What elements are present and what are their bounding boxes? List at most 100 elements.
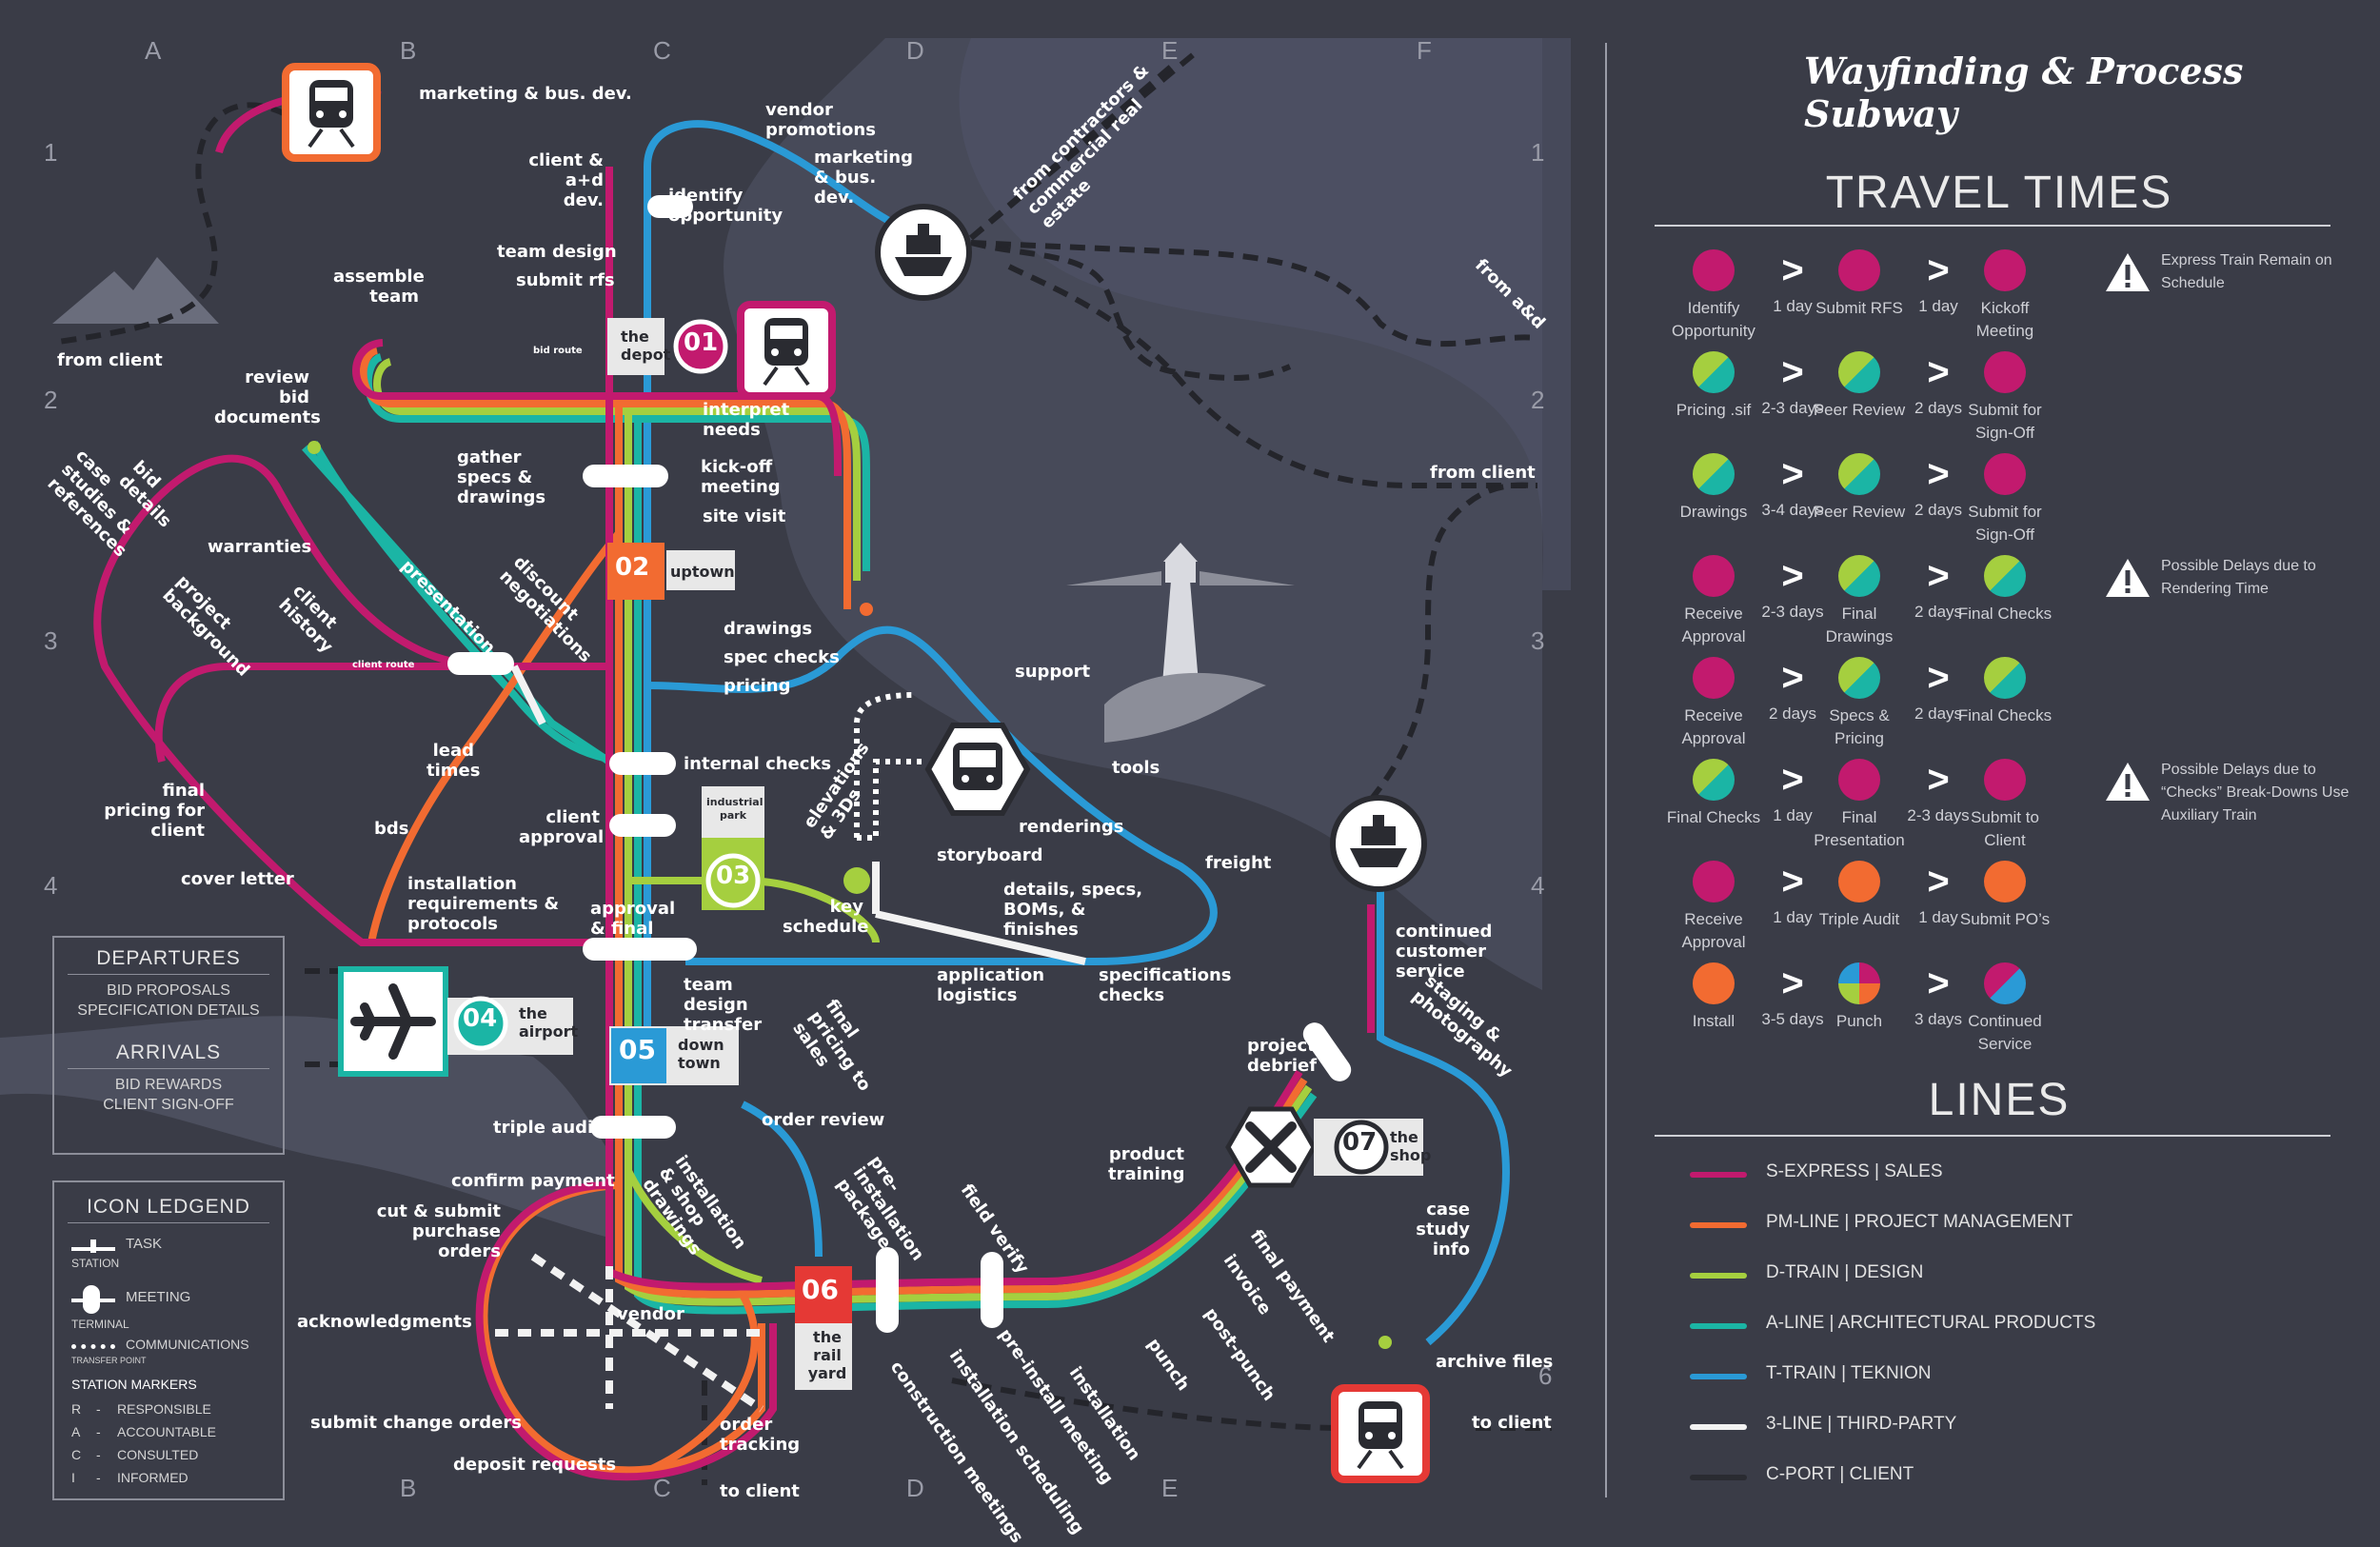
label-pricing: pricing <box>724 676 791 696</box>
duration-label: 1 day <box>1773 806 1813 824</box>
label-marketing-bus-dev-2: marketing & bus. dev. <box>814 148 913 208</box>
line-swatch <box>1690 1172 1747 1178</box>
label-interpret-needs: interpret needs <box>703 400 790 440</box>
to-stage: Submit to Client <box>1957 759 2053 852</box>
chevron-right-icon: > <box>1927 759 1950 801</box>
duration-label: 2 days <box>1768 704 1817 723</box>
grid-col-e-bottom: E <box>1161 1474 1179 1502</box>
label-order-tracking: order tracking <box>720 1415 801 1455</box>
to-stage: Submit for Sign-Off <box>1957 453 2053 546</box>
stage-label: Submit for Sign-Off <box>1968 401 2042 442</box>
chevron-right-icon: > <box>1781 657 1804 699</box>
stage-label: Specs & Pricing <box>1829 706 1890 747</box>
to-stage: Submit PO’s <box>1957 861 2053 931</box>
arrivals-item: CLIENT SIGN-OFF <box>103 1097 234 1113</box>
label-bid-route: bid route <box>533 346 583 356</box>
chevron-right-icon: > <box>1927 861 1950 902</box>
station-industrial-park-number: 03 <box>716 862 751 890</box>
note-text: Express Train Remain on Schedule <box>2161 252 2332 291</box>
legend-transfer-point: TRANSFER POINT <box>71 1356 147 1365</box>
duration-label: 1 day <box>1918 297 1958 315</box>
mid-stage: Peer Review <box>1812 453 1907 524</box>
duration-arrow: >3-5 days <box>1759 962 1826 1029</box>
marker-letter: R <box>71 1401 82 1417</box>
grid-row-2: 2 <box>44 386 58 414</box>
duration-arrow: >2-3 days <box>1759 351 1826 418</box>
label-submit-rfs: submit rfs <box>516 270 615 290</box>
icon-legend-box: ICON LEDGEND TASK STATION MEETING TERMIN… <box>52 1180 285 1500</box>
label-marketing-bus-dev: marketing & bus. dev. <box>419 84 632 104</box>
status-dot <box>1984 861 2026 902</box>
label-team-design: team design <box>497 242 617 262</box>
communications-path <box>854 692 923 841</box>
line-legend-row: T-TRAIN | TEKNION <box>1690 1361 2337 1390</box>
label-cut-submit: cut & submit purchase orders <box>376 1201 501 1261</box>
duration-label: 3-4 days <box>1761 501 1824 519</box>
label-warranties: warranties <box>208 537 312 557</box>
marker-name: CONSULTED <box>117 1447 199 1462</box>
duration-label: 2 days <box>1914 704 1963 723</box>
station-depot-number: 01 <box>684 328 719 357</box>
line-swatch <box>1690 1374 1747 1379</box>
line-legend-row: A-LINE | ARCHITECTURAL PRODUCTS <box>1690 1311 2337 1339</box>
train-icon-bottom <box>1331 1384 1430 1483</box>
duration-label: 2-3 days <box>1761 603 1824 621</box>
line-name: A-LINE | ARCHITECTURAL PRODUCTS <box>1766 1313 2096 1333</box>
status-dot <box>1984 759 2026 801</box>
duration-arrow: >2 days <box>1905 555 1972 622</box>
label-vendor: vendor <box>617 1304 684 1324</box>
marker-letter: A <box>71 1424 81 1439</box>
status-dot <box>1693 861 1735 902</box>
grid-row-3: 3 <box>44 626 58 655</box>
label-to-client-bottom: to client <box>720 1481 800 1501</box>
chevron-right-icon: > <box>1927 555 1950 597</box>
line-swatch <box>1690 1222 1747 1228</box>
label-continued-customer-service: continued customer service <box>1396 922 1493 982</box>
to-stage: Final Checks <box>1957 555 2053 625</box>
station-uptown-label: uptown <box>670 563 735 581</box>
status-dot <box>1693 759 1735 801</box>
grid-col-d: D <box>906 36 924 65</box>
from-stage: Drawings <box>1666 453 1761 524</box>
label-from-client-right: from client <box>1430 463 1536 483</box>
chevron-right-icon: > <box>1781 962 1804 1004</box>
status-dot <box>1838 861 1880 902</box>
label-deposit-requests: deposit requests <box>453 1455 617 1475</box>
line-name: C-PORT | CLIENT <box>1766 1464 1914 1484</box>
meeting-pill-icon <box>83 1285 100 1314</box>
station-markers <box>447 318 1423 1390</box>
label-project-debrief: project debrief <box>1247 1036 1318 1076</box>
label-triple-audit: triple audit <box>493 1118 602 1138</box>
stage-label: Kickoff Meeting <box>1975 299 2034 340</box>
status-dot <box>1838 453 1880 495</box>
grid-row-1: 1 <box>44 138 58 167</box>
mid-stage: Triple Audit <box>1812 861 1907 931</box>
ship-icon-right <box>1330 795 1427 892</box>
label-internal-checks: internal checks <box>684 754 832 774</box>
from-stage: Receive Approval <box>1666 861 1761 954</box>
stage-label: Pricing .sif <box>1676 401 1752 419</box>
duration-arrow: >1 day <box>1905 861 1972 927</box>
label-installation-requirements: installation requirements & protocols <box>407 874 560 934</box>
chevron-right-icon: > <box>1927 453 1950 495</box>
label-specifications-checks: specifications checks <box>1099 965 1232 1005</box>
label-cover-letter: cover letter <box>181 869 294 889</box>
stage-label: Punch <box>1835 1012 1883 1030</box>
label-case-study-info: case study info <box>1416 1200 1470 1259</box>
label-approval-final-check: approval & final check <box>590 899 676 959</box>
panel-title: Wayfinding & Process Subway <box>1804 50 2244 135</box>
duration-label: 3 days <box>1914 1010 1963 1028</box>
river-shape <box>959 38 1571 590</box>
duration-arrow: >2 days <box>1905 657 1972 724</box>
chevron-right-icon: > <box>1927 249 1950 291</box>
status-dot <box>1984 351 2026 393</box>
line-legend-row: C-PORT | CLIENT <box>1690 1462 2337 1491</box>
status-dot <box>1984 249 2026 291</box>
stage-label: Receive Approval <box>1681 605 1746 645</box>
duration-label: 1 day <box>1773 908 1813 926</box>
grid-row-2-right: 2 <box>1531 386 1545 414</box>
